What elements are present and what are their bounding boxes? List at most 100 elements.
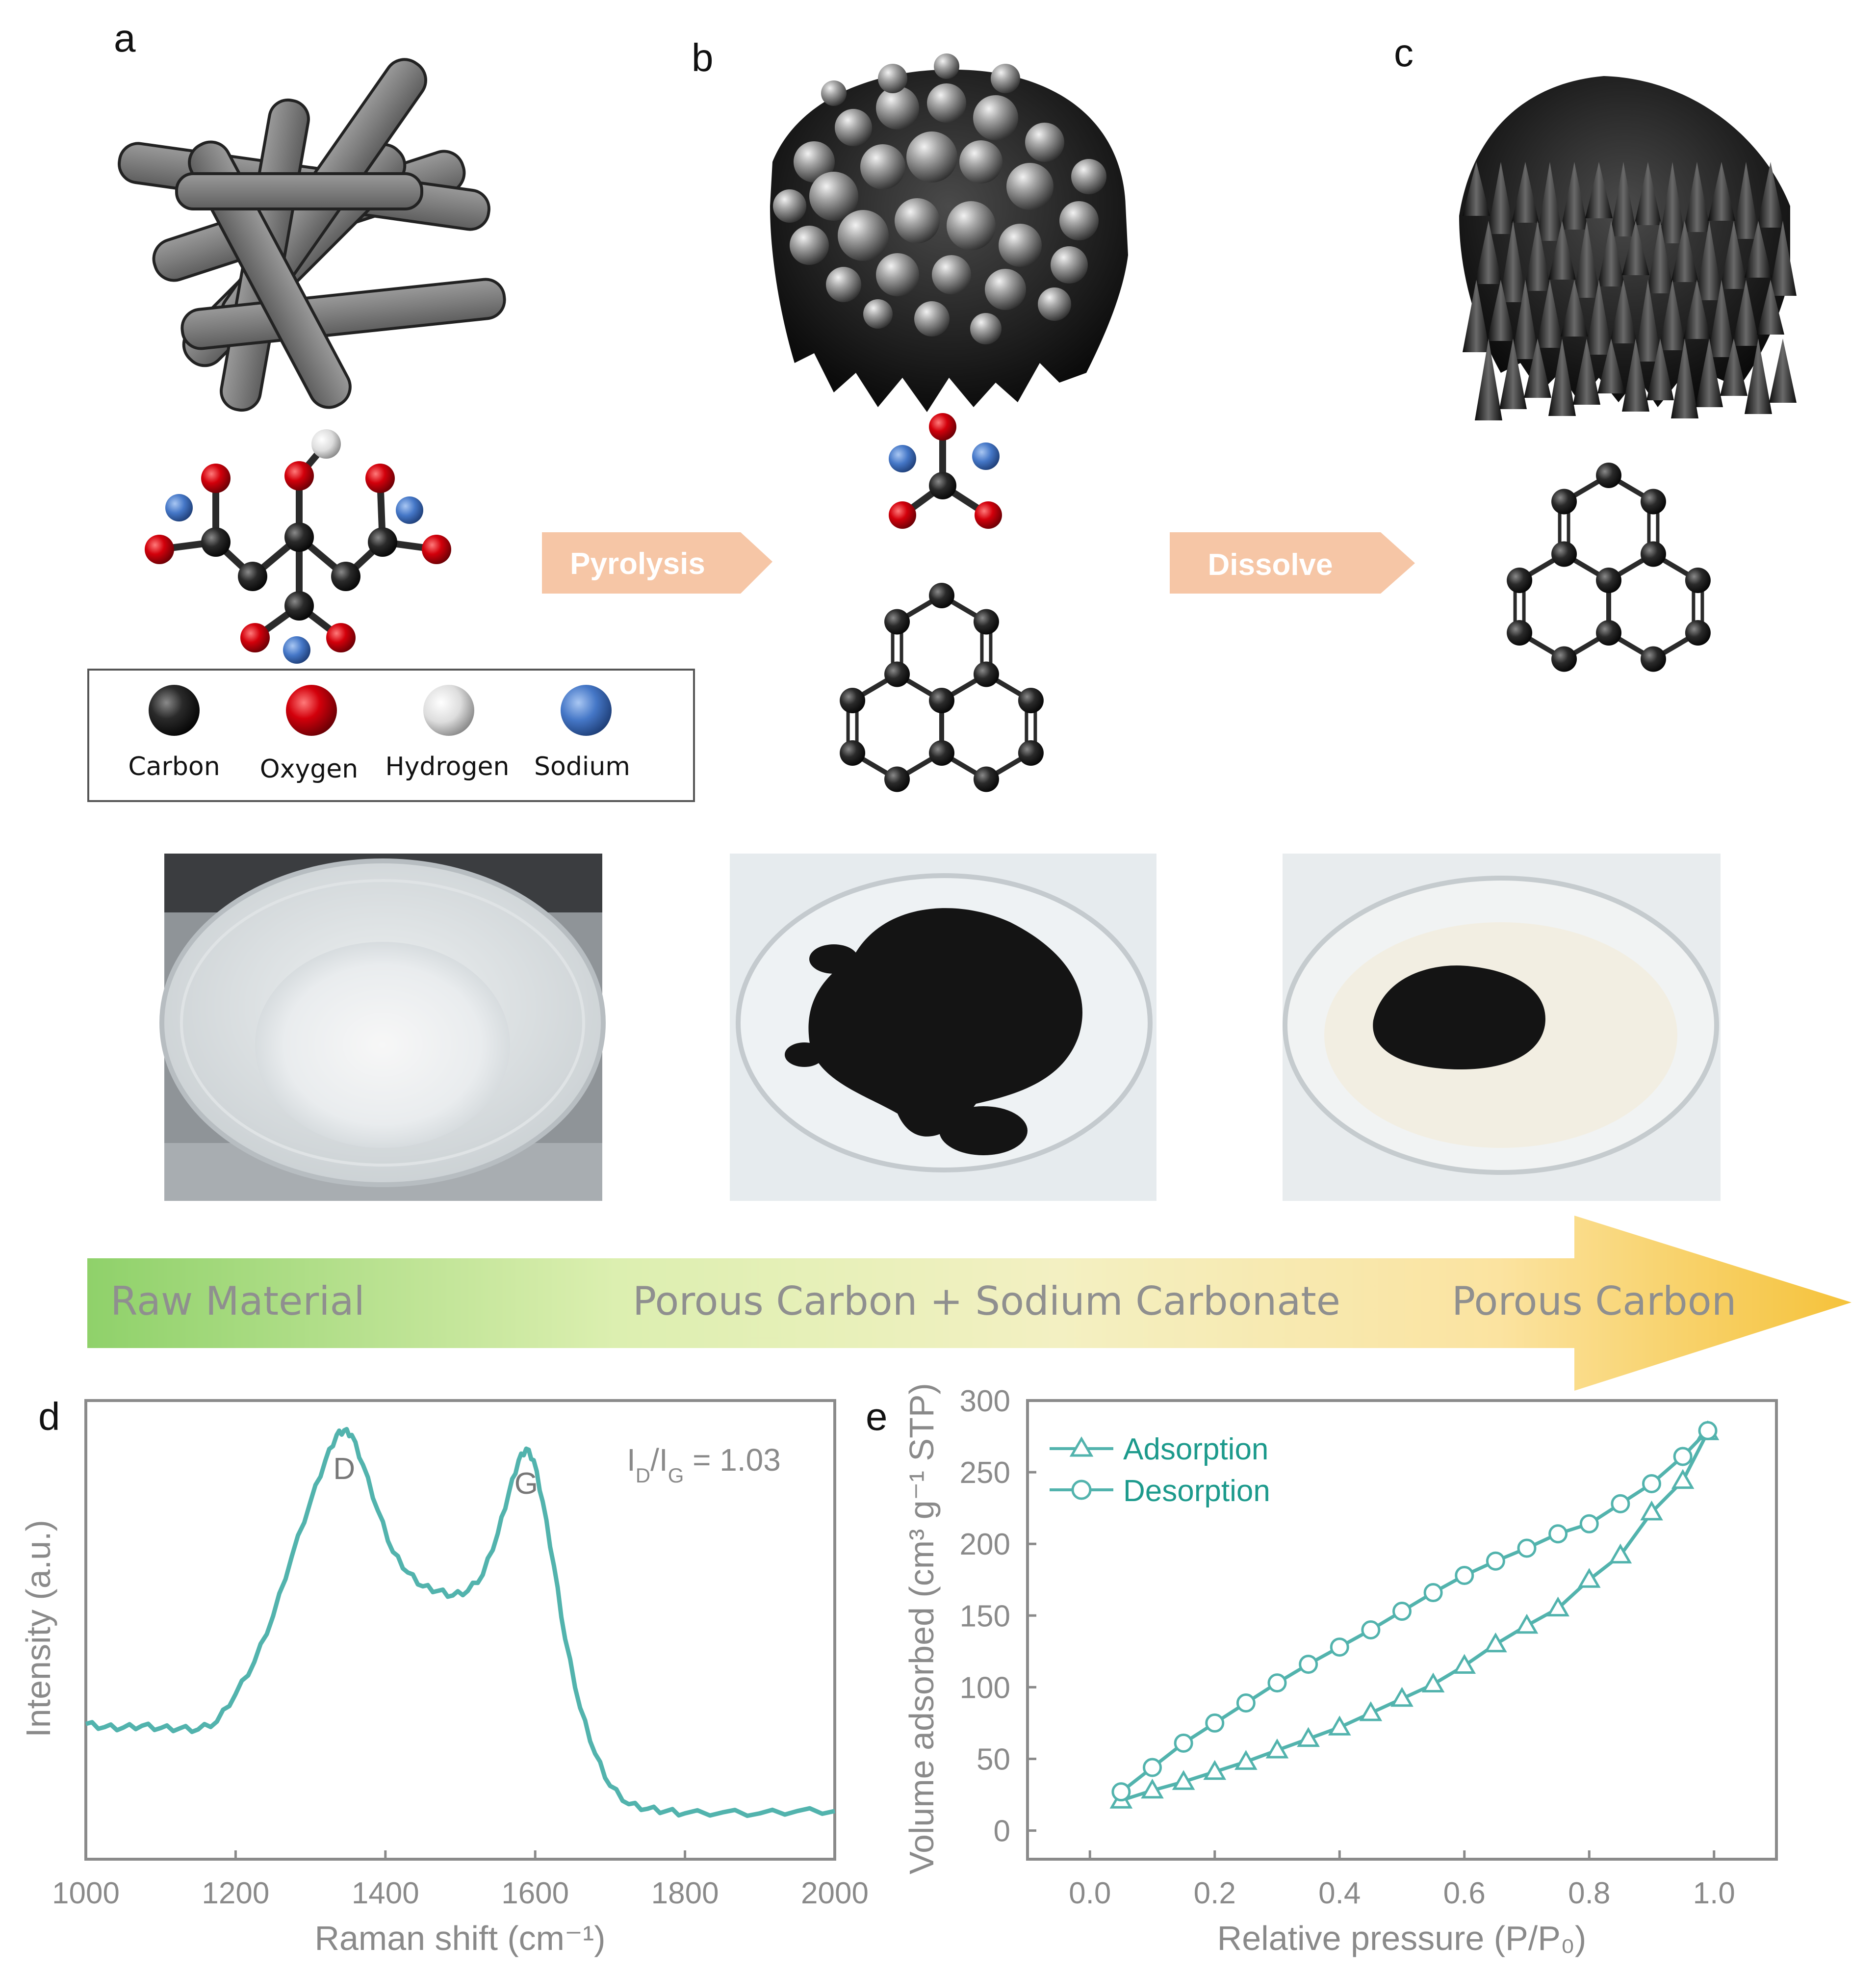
sphere-template: [876, 253, 919, 296]
sphere-template: [794, 141, 835, 182]
carbon-swatch-icon: [149, 685, 200, 736]
carbon-spike: [1659, 162, 1686, 243]
pyrolysis-label: Pyrolysis: [570, 547, 705, 581]
carbon-spike: [1769, 338, 1797, 403]
sphere-template: [863, 299, 893, 329]
carbon-spike: [1585, 162, 1613, 218]
x-tick-label: 1200: [202, 1876, 269, 1910]
desorption-point: [1236, 1693, 1256, 1713]
isotherm-x-axis-title: Relative pressure (P/P₀): [1217, 1919, 1587, 1957]
sphere-template: [878, 64, 907, 93]
circle-marker-icon: [1071, 1480, 1092, 1500]
band-label-porous-carbon: Porous Carbon: [1452, 1278, 1736, 1324]
graphitic-ring-structure-c: [1507, 463, 1711, 672]
y-tick-label: 200: [960, 1528, 1010, 1561]
sphere-template: [1006, 163, 1054, 210]
pyrolysis-arrow: Pyrolysis: [542, 532, 772, 594]
carbon-spike: [1561, 280, 1588, 337]
carbon-spike: [1732, 280, 1760, 346]
id-ig-ratio-value: 1.03: [720, 1442, 781, 1478]
x-tick-label: 1400: [352, 1876, 419, 1910]
carbon-spike: [1683, 162, 1711, 232]
carbon-spike: [1720, 338, 1748, 396]
carbon-spike: [1524, 221, 1551, 291]
panel-letter-e: e: [866, 1395, 888, 1438]
carbon-spike: [1585, 280, 1613, 355]
carbon-spike: [1487, 280, 1515, 341]
sphere-template: [773, 189, 806, 223]
carbon-spike: [1463, 280, 1490, 352]
desorption-point: [1143, 1758, 1162, 1777]
adsorption-point: [1453, 1654, 1476, 1674]
sphere-template: [838, 210, 889, 261]
raman-spectrum-line: [85, 1427, 835, 1818]
citrate-atoms: [145, 429, 451, 664]
carbon-spike: [1512, 280, 1539, 359]
carbon-spike: [1561, 162, 1588, 230]
raman-x-axis-title: Raman shift (cm⁻¹): [314, 1919, 605, 1957]
carbon-spike: [1597, 338, 1625, 393]
carbon-spike: [1696, 338, 1723, 407]
y-tick-label: 100: [960, 1671, 1010, 1705]
carbon-spike: [1536, 280, 1564, 348]
carbon-spike: [1610, 280, 1637, 343]
isotherm-legend: Adsorption Desorption: [1050, 1432, 1270, 1508]
y-tick-label: 250: [960, 1456, 1010, 1490]
carbon-spike: [1512, 162, 1539, 223]
sphere-template: [895, 198, 940, 243]
y-tick-label: 50: [977, 1742, 1010, 1776]
carbon-spike: [1683, 280, 1711, 339]
x-tick-label: 0.8: [1568, 1876, 1610, 1910]
desorption-point: [1361, 1620, 1381, 1639]
desorption-point: [1673, 1447, 1693, 1466]
id-ig-ratio-label: ID/IG = 1.03: [627, 1442, 781, 1487]
carbon-spike: [1745, 338, 1772, 414]
sphere-template: [970, 313, 1002, 344]
x-tick-label: 0.0: [1069, 1876, 1111, 1910]
panel-letter-c: c: [1394, 31, 1413, 75]
sphere-template: [932, 255, 971, 294]
sphere-template: [914, 301, 950, 337]
photo-porous-carbon: [1283, 854, 1721, 1201]
sphere-template: [1038, 287, 1071, 321]
sodium-swatch-icon: [561, 685, 612, 736]
adsorption-point: [1234, 1750, 1258, 1770]
sphere-template: [1051, 246, 1088, 284]
carbon-spike: [1475, 338, 1502, 420]
band-label-raw-material: Raw Material: [110, 1278, 365, 1324]
hydrogen-swatch-icon: [423, 685, 474, 736]
x-tick-label: 1.0: [1693, 1876, 1735, 1910]
x-tick-label: 2000: [801, 1876, 869, 1910]
carbon-spike: [1646, 338, 1674, 400]
peak-label-d: D: [333, 1452, 355, 1486]
desorption-point: [1392, 1602, 1412, 1621]
legend-label-carbon: Carbon: [128, 752, 220, 781]
x-tick-label: 0.4: [1318, 1876, 1361, 1910]
carbon-spike: [1757, 162, 1784, 228]
sphere-template: [927, 83, 966, 123]
fiber-bundle-illustration: [118, 58, 506, 412]
carbon-spike: [1708, 162, 1735, 221]
carbon-spike: [1696, 221, 1723, 300]
desorption-point: [1486, 1551, 1505, 1571]
isotherm-plot-frame: [1026, 1399, 1778, 1861]
carbon-spike: [1634, 280, 1662, 362]
carbon-spike: [1671, 338, 1698, 418]
sphere-template: [1025, 123, 1064, 162]
x-tick-label: 0.6: [1443, 1876, 1486, 1910]
desorption-point: [1299, 1655, 1318, 1674]
legend-label-hydrogen: Hydrogen: [385, 752, 510, 781]
sphere-template: [1071, 159, 1106, 194]
desorption-point: [1267, 1673, 1287, 1693]
adsorption-point: [1172, 1770, 1195, 1790]
carbon-spike: [1622, 221, 1649, 275]
adsorption-point: [1421, 1672, 1445, 1693]
atom-legend: Carbon Oxygen Hydrogen Sodium: [87, 669, 695, 802]
sodium-carbonate-molecule: [889, 413, 1002, 529]
x-tick-label: 1800: [651, 1876, 719, 1910]
sphere-template: [790, 226, 829, 265]
band-label-porous-carbon-sodium-carbonate: Porous Carbon + Sodium Carbonate: [633, 1278, 1340, 1324]
photo-raw-material: [159, 854, 606, 1201]
carbon-spike: [1573, 338, 1600, 405]
